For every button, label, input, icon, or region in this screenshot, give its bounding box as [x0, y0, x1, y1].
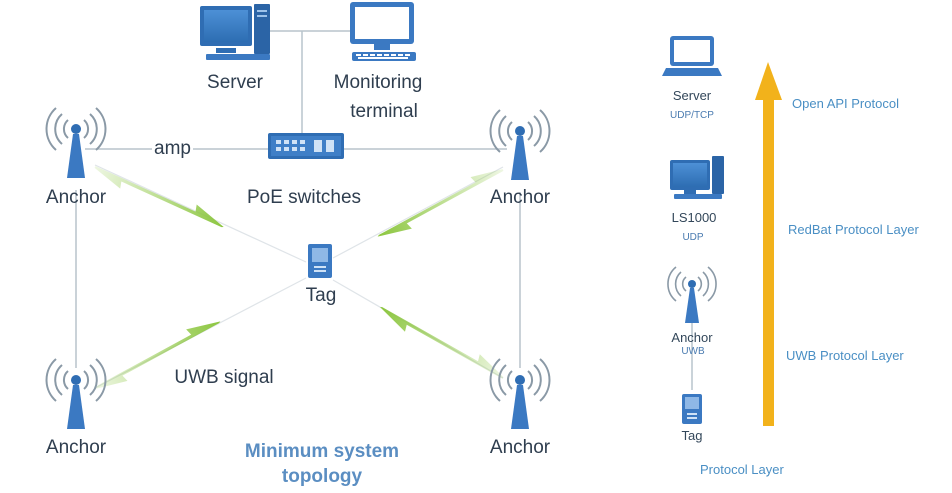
tag-device-icon: [308, 244, 332, 278]
stack-ls1000-sub: UDP: [682, 232, 704, 243]
stack-tag-label: Tag: [681, 428, 703, 443]
anchor-antenna-icon-bottom-right: [489, 358, 551, 429]
anchor-label-bottom-left: Anchor: [45, 437, 107, 458]
server-computer-icon: [200, 4, 270, 60]
amp-label: amp: [152, 138, 193, 161]
stack-ls1000-computer-icon: [670, 156, 724, 199]
uwb-protocol-layer-label: UWB Protocol Layer: [786, 348, 904, 363]
anchor-label-top-right: Anchor: [489, 187, 551, 208]
uwb-signal-rays: [94, 164, 504, 389]
server-label: Server: [207, 72, 263, 93]
anchor-antenna-icon-top-right: [489, 109, 551, 180]
uwb-signal-label: UWB signal: [174, 367, 274, 388]
anchor-antenna-icon-top-left: [45, 107, 107, 178]
poe-switches-label: PoE switches: [246, 187, 362, 208]
monitoring-terminal-icon: [350, 2, 416, 61]
anchor-label-bottom-right: Anchor: [489, 437, 551, 458]
signal-bolt-top-left: [94, 166, 224, 228]
caption-line-2: topology: [281, 465, 363, 487]
open-api-protocol-label: Open API Protocol: [792, 96, 899, 111]
caption-line-1: Minimum system: [244, 441, 400, 462]
anchor-antenna-icon-bottom-left: [45, 358, 107, 429]
signal-bolt-bottom-right: [380, 307, 504, 379]
anchor-label-top-left: Anchor: [45, 187, 107, 208]
signal-bolt-bottom-left: [94, 321, 221, 389]
poe-switch-icon: [268, 133, 344, 159]
stack-anchor-antenna-icon: [667, 266, 717, 323]
stack-anchor-sub: UWB: [681, 346, 705, 357]
protocol-layer-label: Protocol Layer: [700, 462, 784, 477]
stack-tag-device-icon: [682, 394, 702, 424]
signal-bolt-top-right: [377, 169, 504, 237]
stack-server-label: Server: [672, 88, 712, 103]
stack-ls1000-label: LS1000: [671, 210, 717, 225]
monitoring-terminal-label-line2: terminal: [350, 101, 418, 122]
monitoring-terminal-label-line1: Monitoring: [333, 72, 423, 93]
stack-server-laptop-icon: [662, 36, 722, 76]
protocol-direction-arrow: [755, 62, 782, 426]
stack-server-sub: UDP/TCP: [670, 110, 714, 121]
tag-label: Tag: [305, 285, 337, 306]
stack-anchor-label: Anchor: [671, 330, 713, 345]
topology-caption: Minimum system topology: [245, 440, 399, 489]
redbat-protocol-layer-label: RedBat Protocol Layer: [788, 222, 919, 237]
